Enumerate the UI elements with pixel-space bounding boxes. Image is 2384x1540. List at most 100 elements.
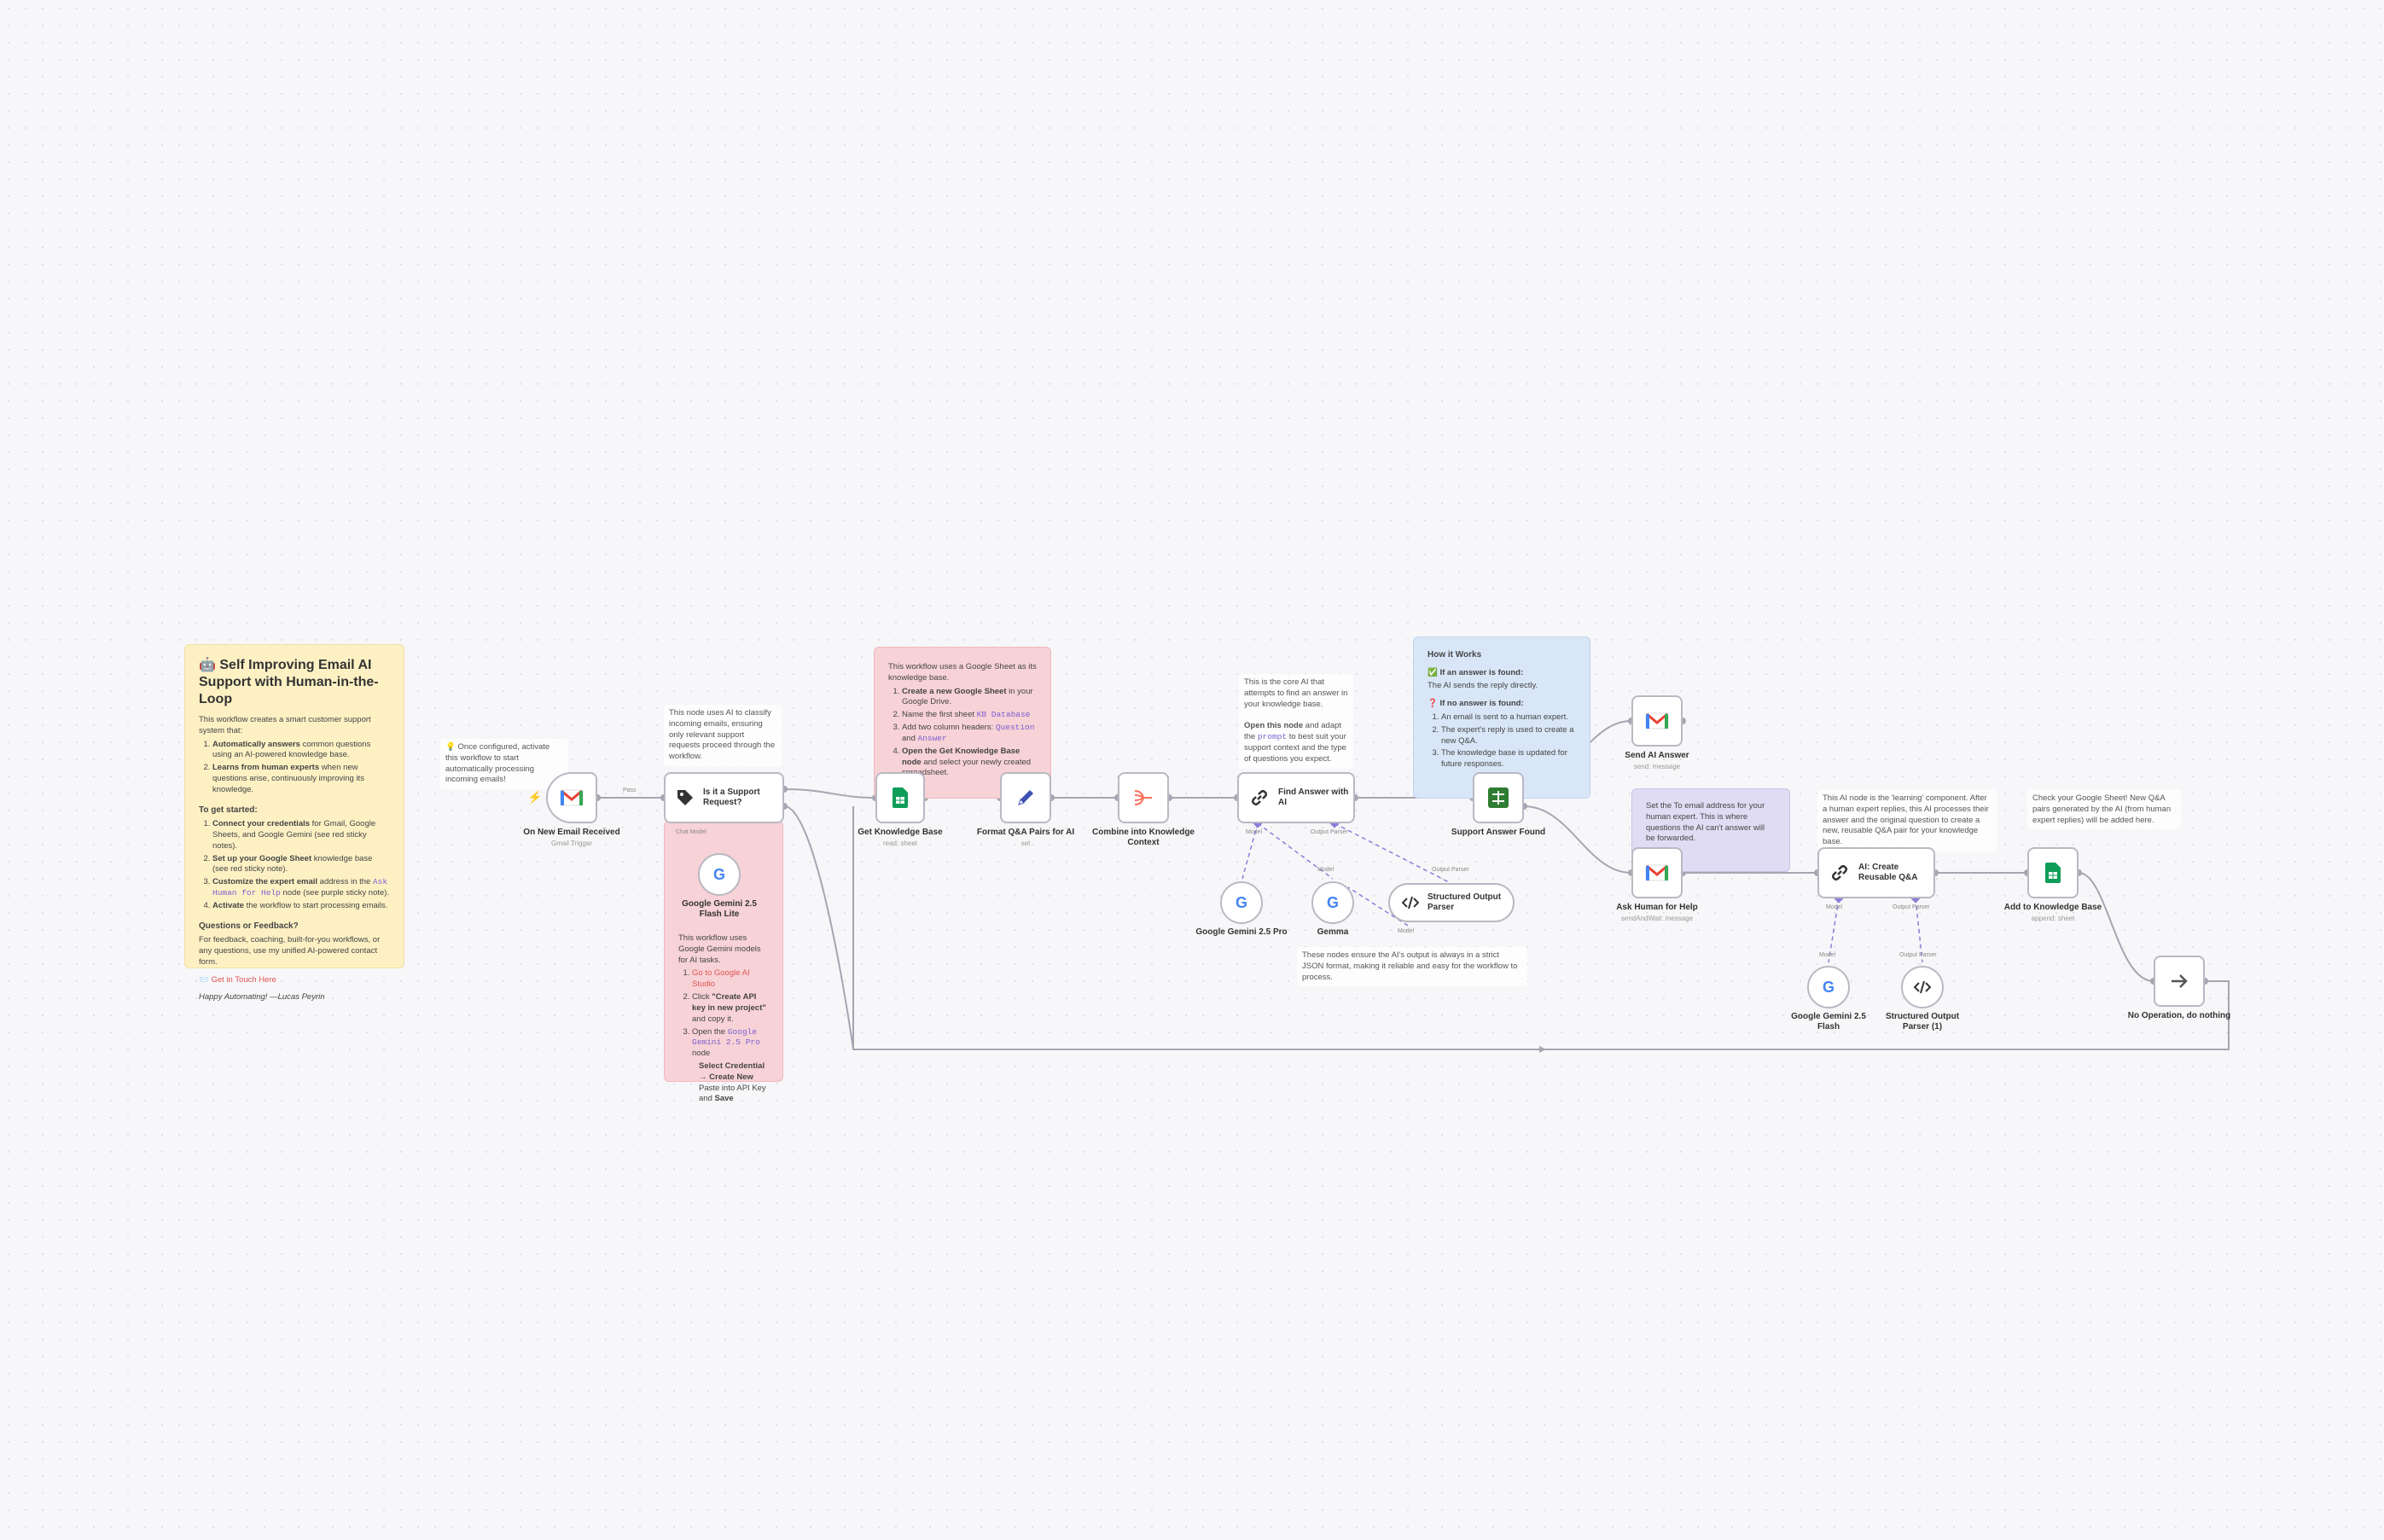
google-sheets-icon: [893, 787, 908, 808]
create-qa-node[interactable]: AI: Create Reusable Q&A: [1817, 847, 1935, 898]
classifier-title: Is it a Support Request?: [703, 787, 760, 807]
signature: Happy Automating! —Lucas Peyrin: [199, 992, 325, 1002]
structured-output-parser-node[interactable]: Structured Output Parser: [1388, 883, 1515, 922]
wire-add-noop: [2078, 872, 2154, 982]
combine-label: Combine into Knowledge Context: [1092, 828, 1195, 847]
features-list: Automatically answers common questions u…: [199, 740, 390, 796]
send-ai-answer-sub: send: message: [1633, 763, 1681, 770]
gemini-lite-node[interactable]: G: [698, 853, 741, 896]
ai-agent-link-icon: [1829, 863, 1850, 883]
not-found-item: The expert's reply is used to create a n…: [1441, 725, 1576, 747]
questions-text: For feedback, coaching, built-for-you wo…: [199, 935, 381, 967]
intro-title: 🤖 Self Improving Email AI Support with H…: [199, 658, 379, 706]
intro-sticky-note[interactable]: 🤖 Self Improving Email AI Support with H…: [184, 644, 404, 1002]
parser-note[interactable]: These nodes ensure the AI's output is al…: [1297, 947, 1527, 987]
get-knowledge-base-sub: read: sheet: [882, 840, 918, 847]
port-label-parser-create: Output Parser: [1893, 904, 1930, 910]
format-qa-sub: set: [1020, 840, 1031, 847]
switch-icon: [1488, 787, 1509, 808]
gemini-flash-label: Google Gemini 2.5 Flash: [1791, 1012, 1866, 1032]
port-label-model-find: Model: [1246, 829, 1263, 835]
google-ai-studio-link[interactable]: Go to Google AI Studio: [692, 968, 750, 990]
ask-human-node[interactable]: [1631, 847, 1683, 898]
wire-classifier-getkb: [783, 788, 876, 799]
step-item: Activate the workflow to start processin…: [212, 901, 390, 912]
port-label-chat-model: Chat Model: [676, 829, 706, 835]
google-g-icon: G: [1819, 978, 1838, 997]
add-knowledge-base-node[interactable]: [2027, 847, 2079, 898]
intro-text: This workflow creates a smart customer s…: [199, 715, 371, 735]
add-knowledge-base-label: Add to Knowledge Base: [2003, 903, 2102, 912]
steps-list: Connect your credentials for Gmail, Goog…: [199, 819, 390, 912]
knowledge-base-note[interactable]: Check your Google Sheet! New Q&A pairs g…: [2027, 790, 2181, 830]
gmail-icon: [1645, 712, 1669, 730]
gmail-trigger-node[interactable]: [546, 772, 597, 823]
structured-output-parser-1-node[interactable]: [1901, 966, 1944, 1008]
format-qa-node[interactable]: [1000, 772, 1051, 823]
gemma-label: Gemma: [1317, 927, 1349, 937]
expert-email-sticky[interactable]: Set the To email address for your human …: [1631, 788, 1790, 872]
send-ai-answer-node[interactable]: [1631, 695, 1683, 747]
step-item: Set up your Google Sheet knowledge base …: [212, 854, 390, 876]
step-item: Connect your credentials for Gmail, Goog…: [212, 819, 390, 851]
svg-text:G: G: [713, 866, 725, 883]
port-label-parser-find: Output Parser: [1311, 829, 1348, 835]
add-knowledge-base-sub: append: sheet: [2031, 915, 2075, 922]
port-label-model-gemma: Model: [1317, 867, 1334, 873]
questions-heading: Questions or Feedback?: [199, 921, 299, 931]
classifier-node[interactable]: Is it a Support Request?: [664, 772, 784, 823]
ai-wire-parser1: [1334, 822, 1451, 884]
port-label-parser2: Output Parser: [1899, 952, 1937, 958]
gmail-icon: [560, 788, 584, 807]
wire-switch-ask: [1523, 805, 1632, 874]
parser2-label: Structured Output Parser (1): [1885, 1012, 1960, 1032]
port-label-parser1: Output Parser: [1432, 867, 1469, 873]
no-operation-node[interactable]: [2154, 956, 2205, 1007]
send-ai-answer-label: Send AI Answer: [1625, 751, 1689, 760]
get-started-heading: To get started:: [199, 805, 258, 815]
step-item: Customize the expert email address in th…: [212, 877, 390, 899]
gemini-step-item: Go to Google AI Studio: [692, 968, 769, 991]
svg-text:G: G: [1327, 894, 1339, 911]
feature-item: Learns from human experts when new quest…: [212, 763, 390, 795]
not-found-heading: ❓ If no answer is found:: [1427, 699, 1524, 709]
port-label-model-create: Model: [1826, 904, 1843, 910]
google-sheets-icon: [2045, 863, 2061, 883]
not-found-item: An email is sent to a human expert.: [1441, 712, 1576, 724]
trigger-plus-icon: ⚡: [527, 790, 543, 804]
gmail-trigger-label: On New Email Received: [523, 828, 620, 837]
gemini-flash-node[interactable]: G: [1807, 966, 1850, 1008]
google-g-icon: G: [1232, 893, 1251, 912]
parser1-title: Structured Output Parser: [1427, 892, 1502, 912]
code-icon: [1914, 980, 1931, 994]
tag-icon: [676, 788, 695, 807]
find-answer-node[interactable]: Find Answer with AI: [1237, 772, 1355, 823]
get-knowledge-base-label: Get Knowledge Base: [858, 828, 943, 837]
feature-item: Automatically answers common questions u…: [212, 740, 390, 762]
core-ai-note[interactable]: This is the core AI that attempts to fin…: [1239, 674, 1353, 769]
support-answer-switch-node[interactable]: [1473, 772, 1524, 823]
no-operation-label: No Operation, do nothing: [2127, 1011, 2231, 1020]
port-label-model-flash: Model: [1819, 952, 1836, 958]
pencil-icon: [1015, 787, 1036, 808]
gemini-pro-node[interactable]: G: [1220, 881, 1263, 924]
format-qa-label: Format Q&A Pairs for AI: [976, 828, 1075, 837]
merge-icon: [1133, 788, 1154, 807]
sheet-steps-list: Create a new Google Sheet in your Google…: [888, 687, 1037, 780]
svg-text:G: G: [1823, 979, 1835, 996]
get-knowledge-base-node[interactable]: [875, 772, 925, 823]
contact-link[interactable]: 📨 Get in Touch Here: [199, 974, 276, 985]
sheet-sticky-intro: This workflow uses a Google Sheet as its…: [888, 662, 1037, 683]
how-title: How it Works: [1427, 650, 1482, 660]
not-found-item: The knowledge base is updated for future…: [1441, 748, 1576, 770]
gemma-node[interactable]: G: [1311, 881, 1354, 924]
classify-note[interactable]: This node uses AI to classify incoming e…: [664, 705, 782, 767]
sheet-step-item: Open the Get Knowledge Base node and sel…: [902, 747, 1037, 779]
gemini-step-item: Click "Create API key in new project" an…: [692, 992, 769, 1025]
gemini-lite-label: Google Gemini 2.5 Flash Lite: [682, 899, 757, 919]
ai-agent-link-icon: [1249, 787, 1270, 808]
how-it-works-sticky[interactable]: How it Works ✅ If an answer is found: Th…: [1413, 636, 1590, 799]
combine-node[interactable]: [1118, 772, 1169, 823]
trigger-note[interactable]: 💡 Once configured, activate this workflo…: [440, 739, 568, 790]
learning-note[interactable]: This AI node is the 'learning' component…: [1817, 790, 1997, 852]
